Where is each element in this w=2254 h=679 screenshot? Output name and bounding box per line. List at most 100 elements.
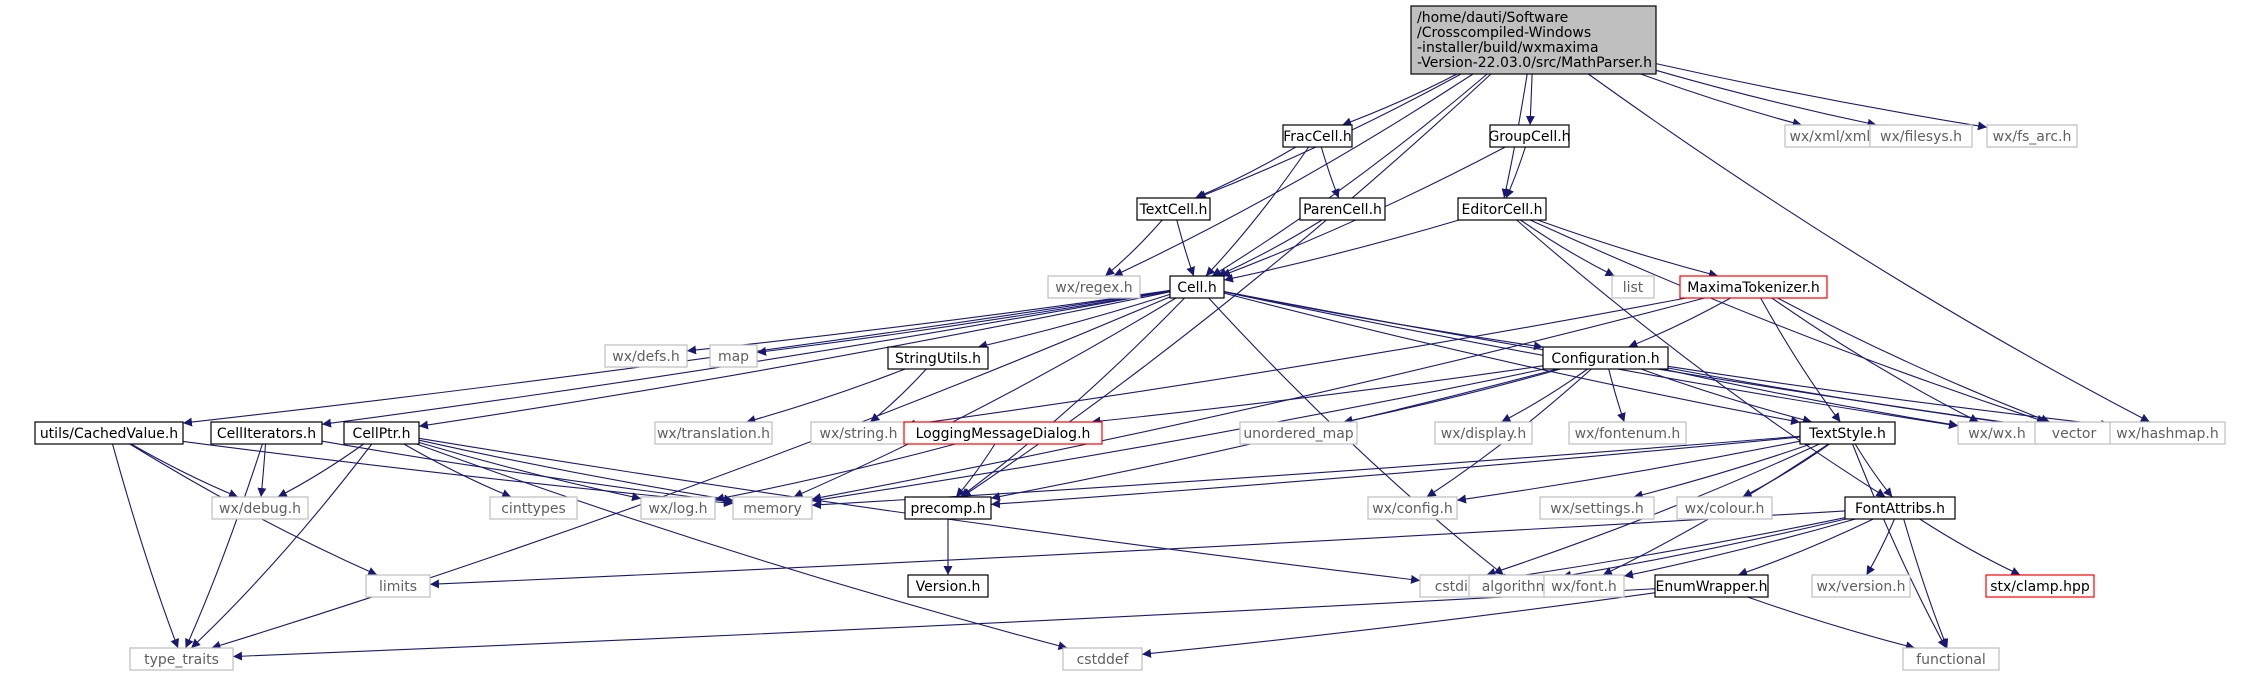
node-wxcolour[interactable]: wx/colour.h [1676,496,1773,520]
node-map[interactable]: map [709,344,758,368]
node-typetraits[interactable]: type_traits [129,647,234,671]
edge-configuration-to-textstyle [1640,368,1813,425]
node-wxxml[interactable]: wx/xml/xml.h [1784,124,1889,148]
node-configuration[interactable]: Configuration.h [1542,346,1669,370]
node-version[interactable]: Version.h [907,574,989,598]
node-box [1410,5,1657,75]
node-box [1539,496,1655,520]
node-box [1434,421,1533,445]
edge-textstyle-to-fontattribs [1854,443,1893,498]
node-wxtranslation[interactable]: wx/translation.h [654,421,773,445]
node-label: stx/clamp.hpp [1990,579,2090,595]
node-functional[interactable]: functional [1902,647,2000,671]
node-parencell[interactable]: ParenCell.h [1299,197,1386,221]
node-label: vector [2052,426,2097,442]
node-label: wx/fs_arc.h [1993,129,2072,145]
node-box [1457,197,1547,221]
node-celliterators[interactable]: CellIterators.h [210,421,323,445]
node-wxfilesys[interactable]: wx/filesys.h [1869,124,1973,148]
node-wxdebug[interactable]: wx/debug.h [211,496,309,520]
node-wxversion[interactable]: wx/version.h [1811,574,1911,598]
node-label: cstddef [1077,652,1130,668]
node-label: wx/regex.h [1055,280,1132,296]
node-wxwx[interactable]: wx/wx.h [1957,421,2037,445]
edge-cellptr-to-memory [418,439,734,504]
node-list[interactable]: list [1611,275,1655,299]
edge-fontattribs-to-algorithm [1561,518,1846,580]
node-box [1239,421,1358,445]
node-label: ParenCell.h [1303,202,1382,218]
node-enumwrapper[interactable]: EnumWrapper.h [1654,574,1769,598]
edge-celliterators-to-typetraits [185,443,263,649]
node-stxclamp[interactable]: stx/clamp.hpp [1985,574,2095,598]
node-label: TextStyle.h [1808,426,1886,442]
node-loggingdialog[interactable]: LoggingMessageDialog.h [903,421,1103,445]
node-label: wx/debug.h [219,501,301,517]
node-stringutils[interactable]: StringUtils.h [887,346,989,370]
node-box [211,496,309,520]
node-wxfont[interactable]: wx/font.h [1543,574,1625,598]
node-box [365,574,431,598]
edge-enumwrapper-to-typetraits [232,588,1656,661]
node-wxhashmap[interactable]: wx/hashmap.h [2109,421,2226,445]
node-cellptr[interactable]: CellPtr.h [343,421,420,445]
edge-cellptr-to-wxlog [418,441,642,502]
node-wxregex[interactable]: wx/regex.h [1047,275,1141,299]
node-box [1367,496,1458,520]
edge-utilscached-to-typetraits [111,443,179,649]
node-box [732,496,813,520]
node-wxlog[interactable]: wx/log.h [640,496,716,520]
node-box [654,421,773,445]
node-label: wx/font.h [1551,579,1617,595]
node-root[interactable]: /home/dauti/Software/Crosscompiled-Windo… [1410,5,1657,75]
edge-groupcell-to-editorcell [1505,146,1526,199]
node-label: Version.h [916,579,981,595]
edge-configuration-to-wxdisplay [1501,368,1588,423]
node-wxsettings[interactable]: wx/settings.h [1539,496,1655,520]
node-label: wx/translation.h [657,426,770,442]
edge-cellptr-to-wxdebug [277,443,365,498]
node-fraccell[interactable]: FracCell.h [1282,124,1353,148]
edge-cell-to-configuration [1223,291,1544,351]
node-wxfontenum[interactable]: wx/fontenum.h [1568,421,1687,445]
node-memory[interactable]: memory [732,496,813,520]
node-maximatokenizer[interactable]: MaximaTokenizer.h [1679,275,1828,299]
node-textcell[interactable]: TextCell.h [1136,197,1211,221]
edge-root-to-groupcell [1525,73,1535,126]
node-unorderedmap[interactable]: unordered_map [1239,421,1358,445]
node-wxdisplay[interactable]: wx/display.h [1434,421,1533,445]
node-fontattribs[interactable]: FontAttribs.h [1844,496,1956,520]
node-vector[interactable]: vector [2034,421,2114,445]
node-cinttypes[interactable]: cinttypes [489,496,578,520]
edge-editorcell-to-vector [1529,219,2047,424]
node-wxstring[interactable]: wx/string.h [810,421,907,445]
edge-parencell-to-cell [1217,219,1323,277]
edge-maximatokenizer-to-wxwx [1771,297,1979,423]
edge-fontattribs-to-enumwrapper [1737,518,1874,577]
node-label: wx/hashmap.h [2116,426,2219,442]
edge-editorcell-to-maximatokenizer [1537,219,1719,279]
node-cell[interactable]: Cell.h [1169,275,1225,299]
edge-textcell-to-wxregex [1104,219,1163,277]
node-textstyle[interactable]: TextStyle.h [1799,421,1896,445]
node-box [1869,124,1973,148]
edge-editorcell-to-fontattribs [1516,219,1886,498]
node-groupcell[interactable]: GroupCell.h [1488,124,1571,148]
node-label: wx/string.h [820,426,898,442]
node-label: wx/settings.h [1550,501,1644,517]
edge-enumwrapper-to-functional [1747,596,1916,651]
node-box [1799,421,1896,445]
edge-stringutils-to-wxstring [869,368,927,423]
node-utilscached[interactable]: utils/CachedValue.h [34,421,184,445]
node-algorithm[interactable]: algorithm [1468,574,1563,598]
node-precomp[interactable]: precomp.h [904,496,992,520]
edge-configuration-to-loggingdialog [1091,365,1544,426]
node-cstddef[interactable]: cstddef [1062,647,1143,671]
node-wxconfig[interactable]: wx/config.h [1367,496,1458,520]
node-box [1062,647,1143,671]
node-wxdefs[interactable]: wx/defs.h [604,344,688,368]
node-wxfsarc[interactable]: wx/fs_arc.h [1986,124,2078,148]
node-editorcell[interactable]: EditorCell.h [1457,197,1547,221]
node-limits[interactable]: limits [365,574,431,598]
